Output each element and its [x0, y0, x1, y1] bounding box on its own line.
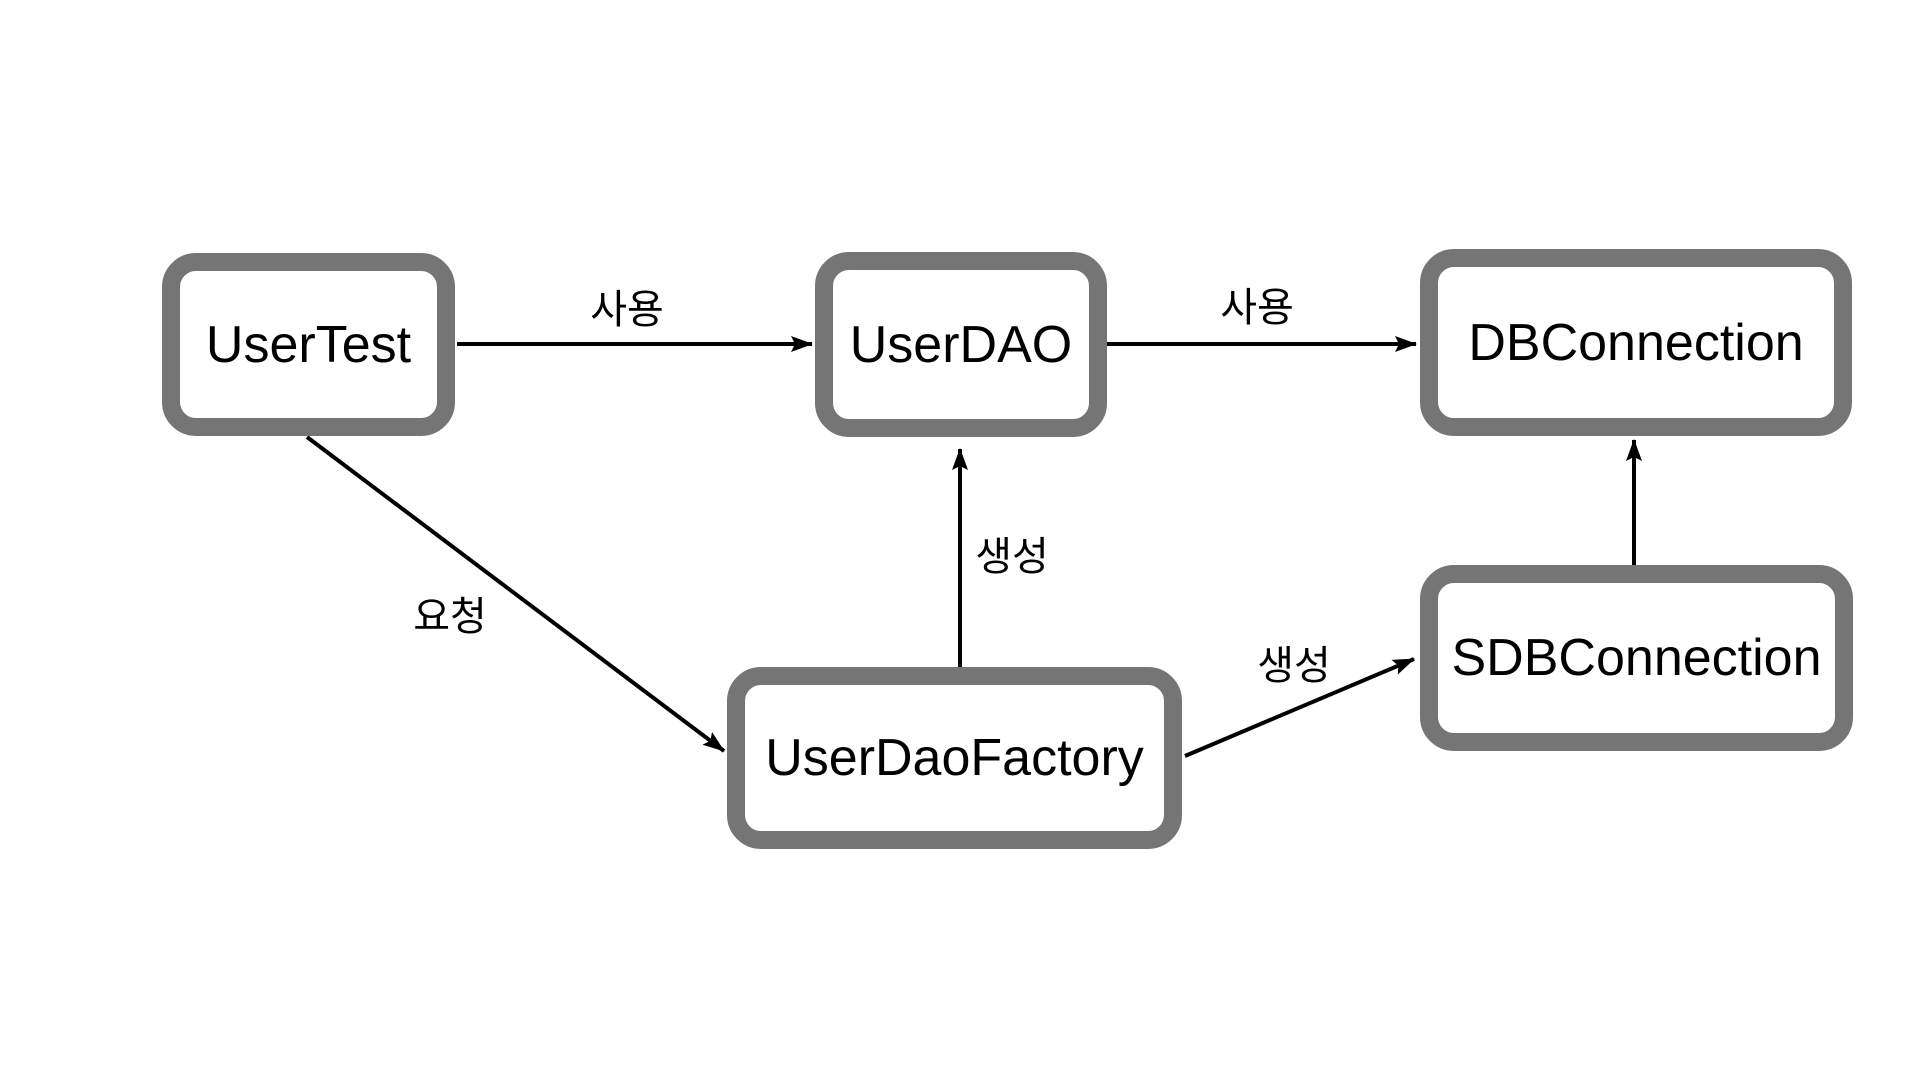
node-userdao-label: UserDAO — [849, 315, 1073, 374]
node-userdaofactory: UserDaoFactory — [727, 667, 1182, 849]
edge-label-create-1: 생성 — [971, 537, 1053, 577]
node-usertest: UserTest — [162, 253, 455, 436]
edge-label-request: 요청 — [409, 597, 491, 637]
node-dbconnection: DBConnection — [1420, 249, 1852, 436]
node-sdbconnection-label: SDBConnection — [1451, 629, 1822, 687]
edge-label-create-2: 생성 — [1253, 646, 1335, 686]
node-userdaofactory-label: UserDaoFactory — [765, 729, 1144, 787]
node-dbconnection-label: DBConnection — [1468, 313, 1804, 372]
node-usertest-label: UserTest — [205, 315, 412, 374]
edge-label-use-2: 사용 — [1216, 288, 1298, 328]
edge-label-use-1: 사용 — [586, 290, 668, 330]
node-userdao: UserDAO — [815, 252, 1107, 437]
edge-usertest-userdaofactory-arrow — [305, 435, 726, 753]
node-sdbconnection: SDBConnection — [1420, 565, 1853, 751]
edge-userdaofactory-sdbconnection-arrow — [1184, 657, 1415, 758]
